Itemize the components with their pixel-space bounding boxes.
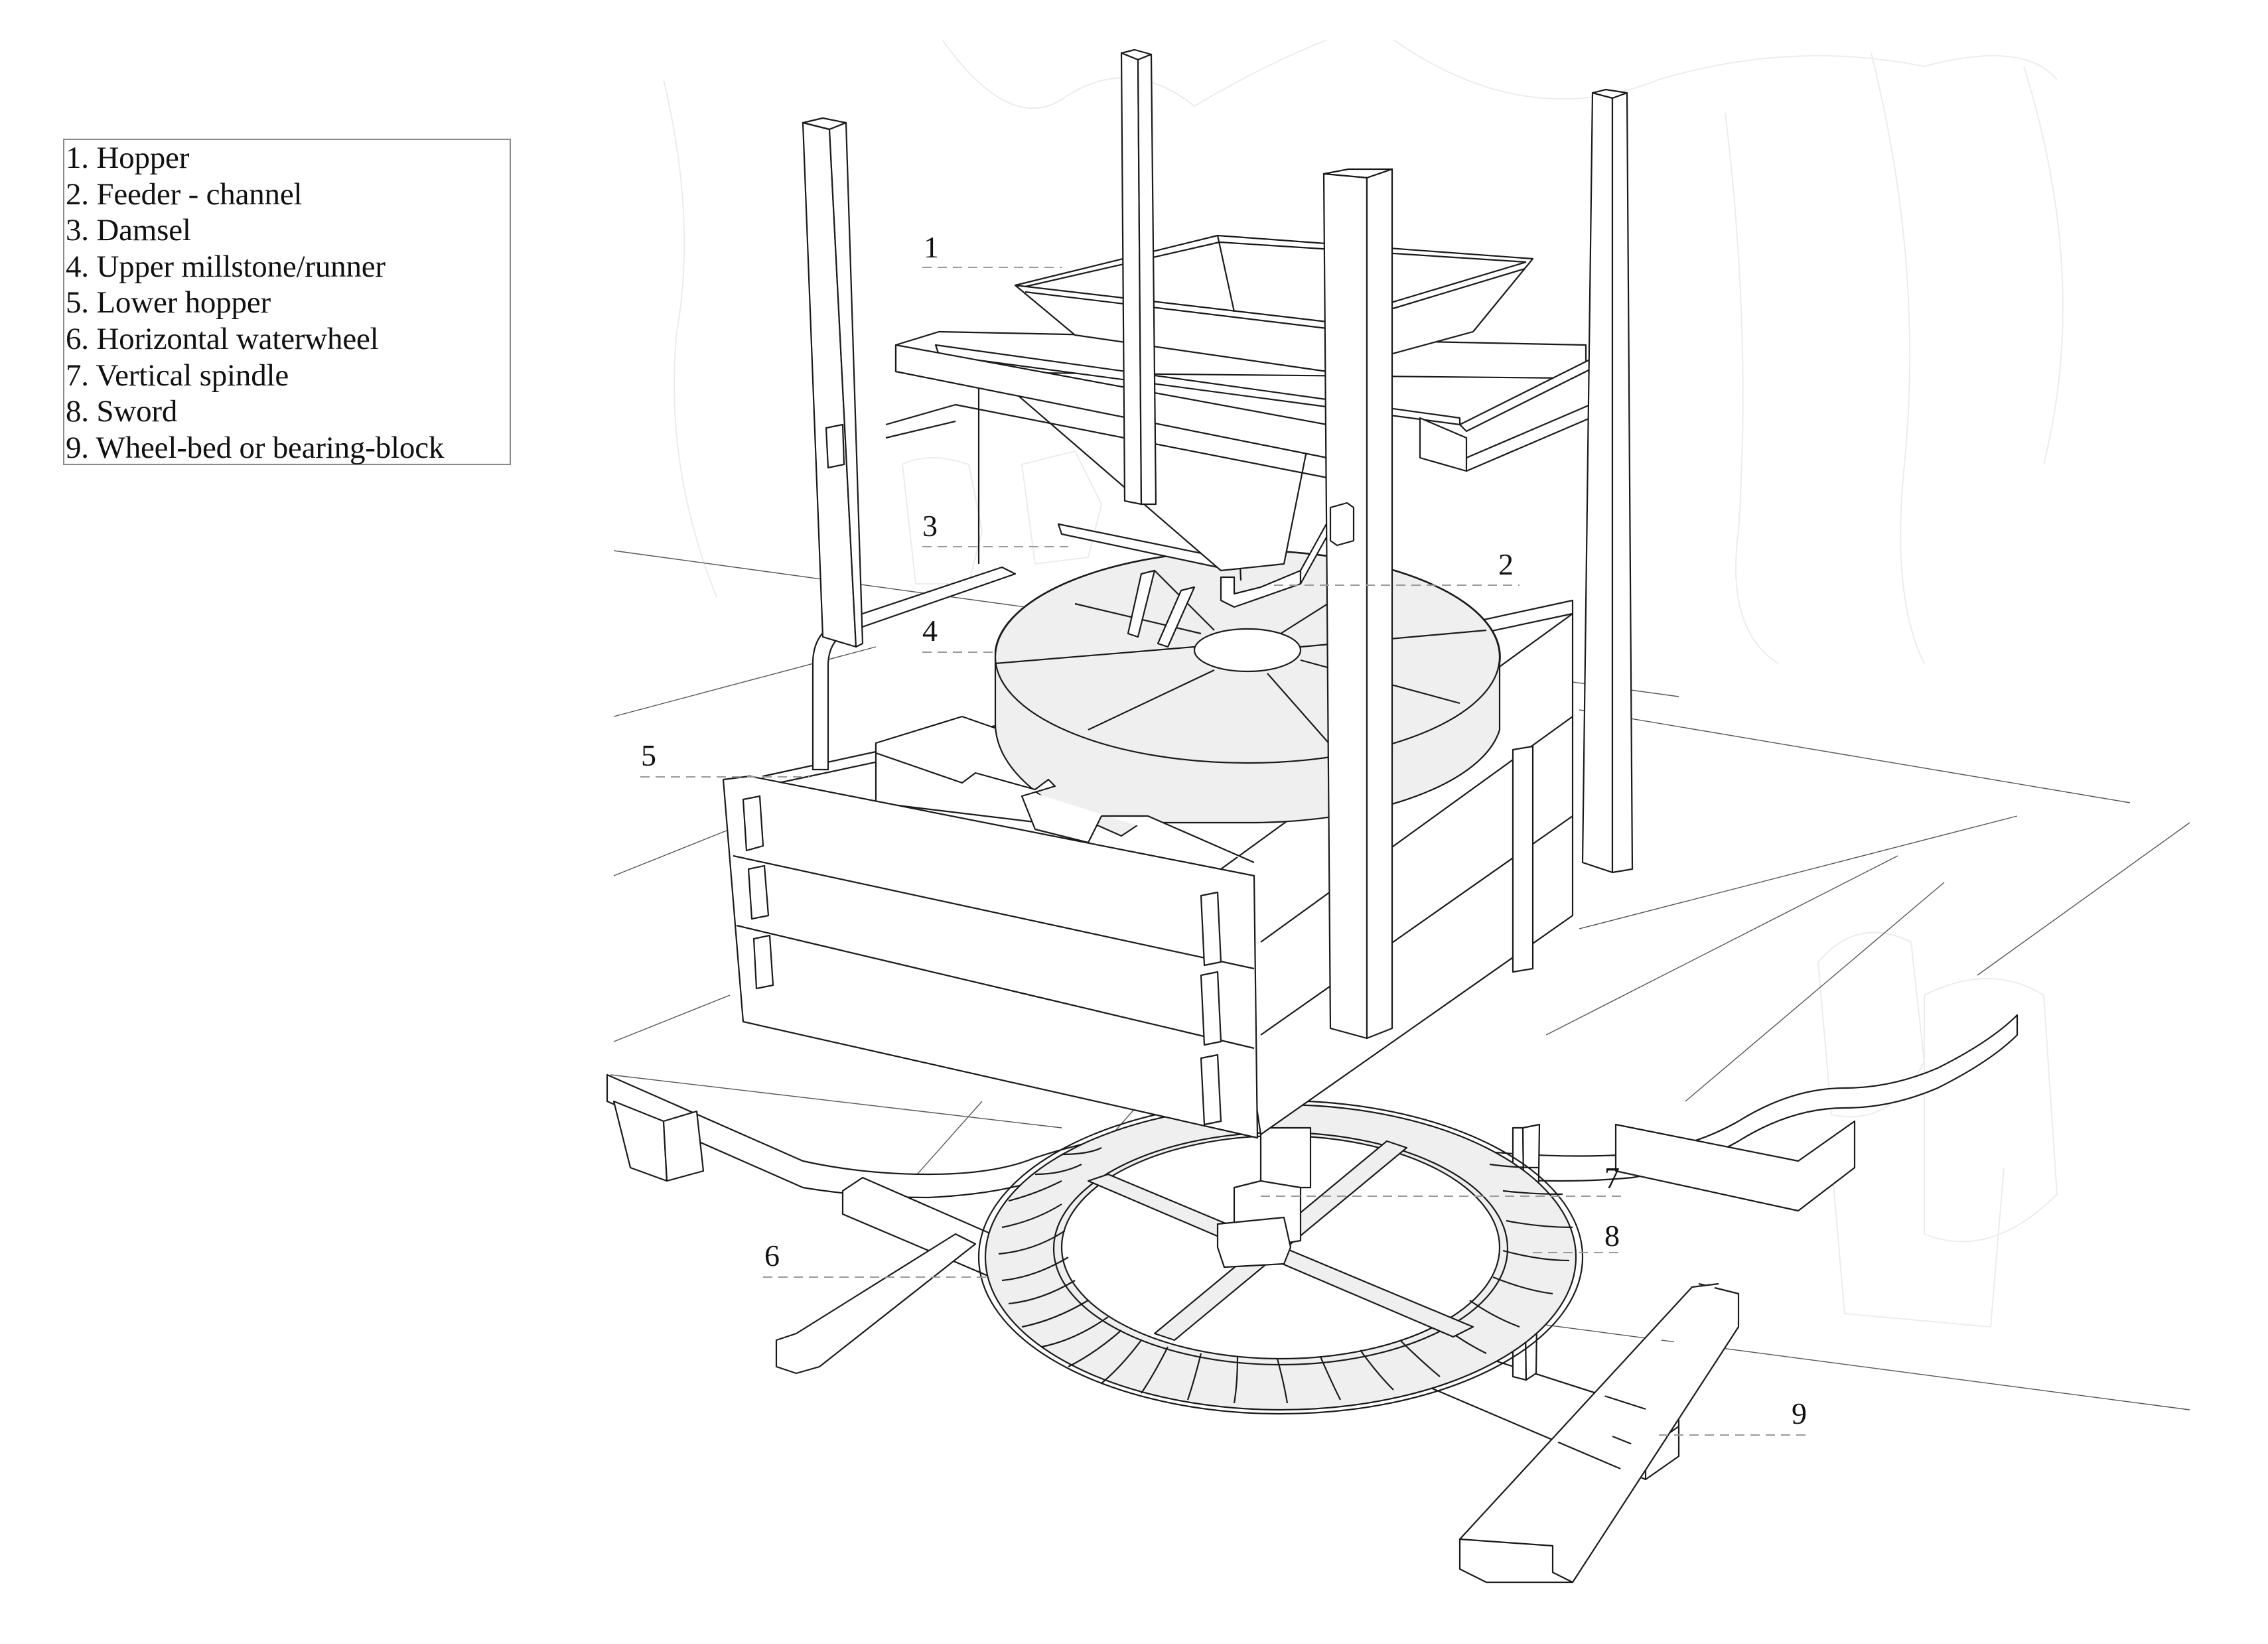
callout-5: 5 — [641, 738, 656, 772]
parts-legend: 1. Hopper 2. Feeder - channel 3. Damsel … — [63, 139, 511, 465]
callout-8: 8 — [1604, 1219, 1620, 1253]
waterwheel-paddles — [998, 1147, 1573, 1404]
callout-2: 2 — [1498, 547, 1514, 581]
legend-item-sword: 8. Sword — [66, 394, 178, 429]
legend-item-vertical-spindle: 7. Vertical spindle — [66, 358, 289, 393]
callout-4: 4 — [922, 614, 938, 648]
legend-item-feeder-channel: 2. Feeder - channel — [66, 176, 303, 212]
callout-7: 7 — [1604, 1161, 1620, 1195]
callout-6: 6 — [764, 1239, 780, 1272]
hopper-back-guard — [812, 566, 1017, 771]
legend-item-hopper: 1. Hopper — [66, 141, 190, 175]
legend-item-upper-millstone: 4. Upper millstone/runner — [66, 249, 386, 284]
damsel — [1057, 523, 1222, 648]
floor-joists — [612, 1100, 1856, 1212]
front-cleats — [742, 745, 1534, 1126]
vertical-spindle — [1216, 1127, 1312, 1268]
leader-lines — [640, 267, 1811, 1436]
legend-item-waterwheel: 6. Horizontal waterwheel — [66, 321, 379, 356]
background-wall-sketch — [663, 39, 2064, 1328]
callout-3: 3 — [922, 509, 938, 543]
legend-item-damsel: 3. Damsel — [66, 213, 191, 248]
callout-9: 9 — [1792, 1397, 1807, 1430]
legend-item-wheel-bed: 9. Wheel-bed or bearing-block — [66, 430, 445, 465]
legend-item-lower-hopper: 5. Lower hopper — [66, 285, 271, 320]
frame-posts — [802, 48, 1634, 1040]
callout-1: 1 — [924, 230, 939, 264]
